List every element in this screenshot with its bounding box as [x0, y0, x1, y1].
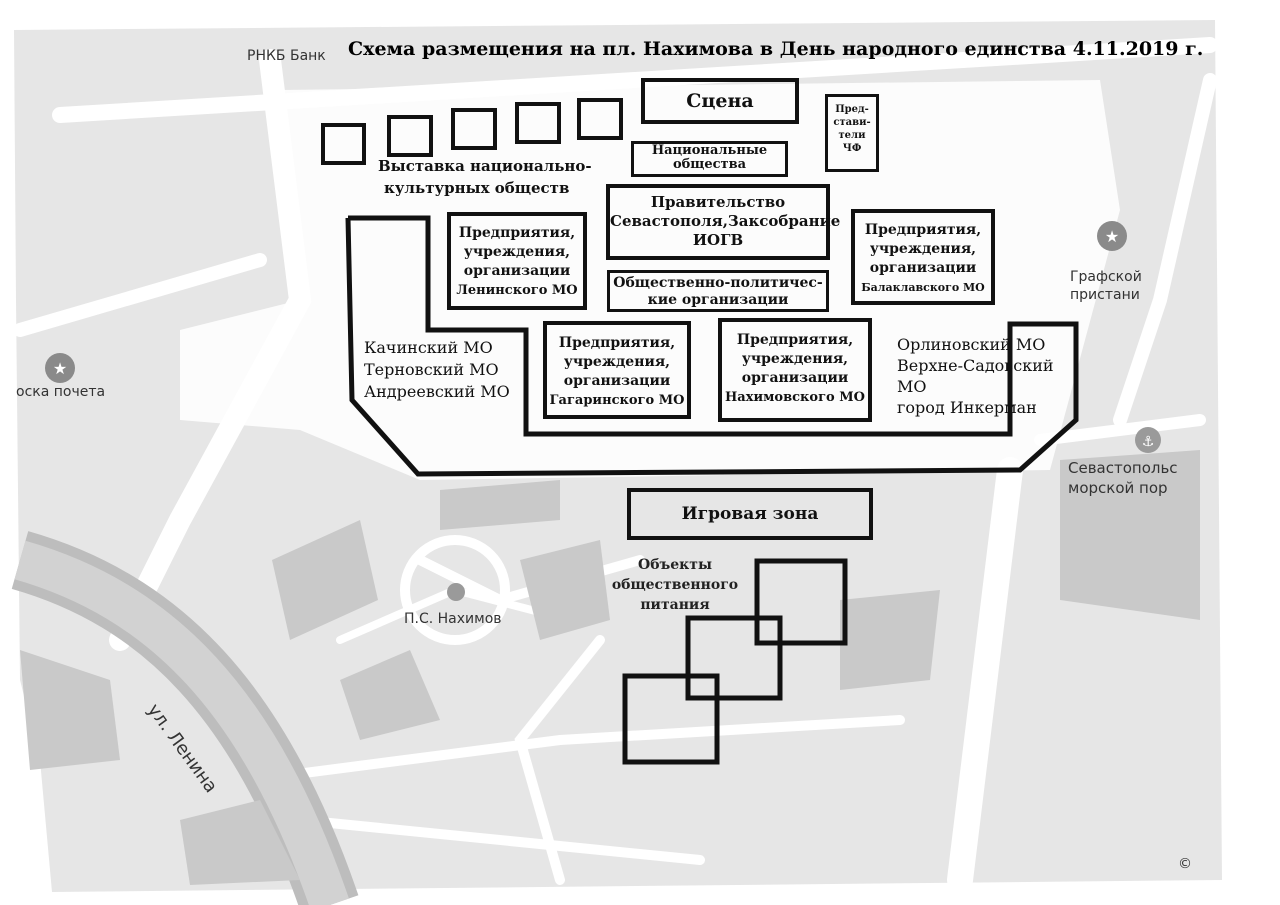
orlinovsky-line-4: город Инкерман	[897, 398, 1037, 417]
exhibition-square-2	[387, 115, 433, 157]
kachinsky-line-3: Андреевский МО	[364, 382, 510, 401]
bank-label: РНКБ Банк	[247, 48, 326, 64]
catering-label: Объекты общественного питания	[605, 555, 745, 615]
orlinovsky-line-3: МО	[897, 377, 927, 396]
port-line-1: Севастопольс	[1068, 459, 1178, 477]
representatives-line-3: тели	[838, 130, 866, 141]
lenin-mo-zone: Предприятия, учреждения, организации Лен…	[447, 212, 587, 310]
national-societies-line-1: Национальные	[651, 143, 768, 158]
exhibition-square-1	[321, 123, 366, 165]
balaklava-mo-line-1: Предприятия,	[864, 222, 982, 238]
honor-board-label: оска почета	[16, 384, 106, 400]
government-line-1: Правительство	[650, 193, 786, 211]
grafskaya-icon	[1097, 221, 1127, 251]
svg-text:★: ★	[53, 359, 67, 378]
svg-text:⚓: ⚓	[1142, 434, 1155, 450]
nakhimov-mo-line-1: Предприятия,	[736, 332, 854, 348]
grafskaya-line-2: пристани	[1070, 287, 1140, 303]
catering-square-1	[754, 558, 848, 646]
exhibition-line-1: Выставка национально-	[378, 157, 592, 175]
government-line-3: ИОГВ	[692, 231, 744, 249]
balaklava-mo-line-4: Балаклавского МО	[861, 281, 985, 294]
honor-board-icon	[45, 353, 75, 383]
lenin-mo-line-1: Предприятия,	[458, 225, 576, 241]
port-icon	[1135, 427, 1161, 453]
nakhimov-mo-line-4: Нахимовского МО	[725, 390, 865, 405]
copyright-label: ©	[1178, 856, 1192, 872]
game-zone: Игровая зона	[627, 488, 873, 540]
nakhimov-mo-zone: Предприятия, учреждения, организации Нах…	[718, 318, 872, 422]
balaklava-mo-line-2: учреждения,	[869, 241, 977, 257]
public-political-zone: Общественно-политичес- кие организации	[607, 270, 829, 312]
orlinovsky-line-2: Верхне-Садовский	[897, 356, 1054, 375]
monument-label: П.С. Нахимов	[404, 611, 502, 627]
grafskaya-label: Графской пристани	[1070, 268, 1142, 304]
catering-line-2: общественного	[611, 577, 739, 593]
balaklava-mo-zone: Предприятия, учреждения, организации Бал…	[851, 209, 995, 305]
representatives-line-1: Пред-	[835, 104, 869, 115]
kachinsky-line-2: Терновский МО	[364, 360, 499, 379]
exhibition-label: Выставка национально- культурных обществ	[378, 155, 592, 199]
gagarin-mo-zone: Предприятия, учреждения, организации Гаг…	[543, 321, 691, 419]
orlinovsky-line-1: Орлиновский МО	[897, 335, 1046, 354]
game-zone-label: Игровая зона	[681, 503, 819, 524]
government-line-2: Севастополя,Заксобрание	[610, 212, 841, 230]
port-label: Севастопольс морской пор	[1068, 458, 1178, 498]
gagarin-mo-line-1: Предприятия,	[558, 335, 676, 351]
stage-zone: Сцена	[641, 78, 799, 124]
lenin-mo-line-2: учреждения,	[463, 244, 571, 260]
monument-icon	[447, 583, 465, 601]
exhibition-square-3	[451, 108, 497, 150]
exhibition-square-4	[515, 102, 561, 144]
catering-line-1: Объекты	[638, 557, 712, 573]
stage-label: Сцена	[686, 89, 754, 112]
government-zone: Правительство Севастополя,Заксобрание ИО…	[606, 184, 841, 260]
grafskaya-line-1: Графской	[1070, 269, 1142, 285]
catering-square-3	[622, 673, 720, 765]
gagarin-mo-line-3: организации	[563, 373, 671, 389]
kachinsky-label: Качинский МО Терновский МО Андреевский М…	[364, 337, 510, 403]
representatives-line-2: стави-	[833, 117, 871, 128]
page-title: Схема размещения на пл. Нахимова в День …	[348, 38, 1204, 60]
gagarin-mo-line-2: учреждения,	[563, 354, 671, 370]
municipal-zone-outline	[345, 215, 1079, 477]
public-political-line-1: Общественно-политичес-	[613, 275, 823, 291]
balaklava-mo-line-3: организации	[869, 260, 977, 276]
national-societies-zone: Национальные общества	[631, 141, 788, 177]
public-political-line-2: кие организации	[647, 292, 789, 308]
nakhimov-mo-line-3: организации	[741, 370, 849, 386]
gagarin-mo-line-4: Гагаринского МО	[549, 393, 685, 408]
nakhimov-mo-line-2: учреждения,	[741, 351, 849, 367]
representatives-line-4: ЧФ	[842, 143, 862, 154]
lenin-mo-line-4: Ленинского МО	[456, 283, 578, 298]
kachinsky-line-1: Качинский МО	[364, 338, 493, 357]
exhibition-square-5	[577, 98, 623, 140]
national-societies-line-2: общества	[672, 157, 747, 172]
svg-text:★: ★	[1105, 227, 1119, 246]
catering-line-3: питания	[640, 597, 710, 613]
lenin-mo-line-3: организации	[463, 263, 571, 279]
representatives-zone: Пред- стави- тели ЧФ	[825, 94, 879, 172]
catering-square-2	[685, 615, 783, 701]
port-line-2: морской пор	[1068, 479, 1168, 497]
exhibition-line-2: культурных обществ	[384, 179, 570, 197]
orlinovsky-label: Орлиновский МО Верхне-Садовский МО город…	[897, 334, 1054, 418]
